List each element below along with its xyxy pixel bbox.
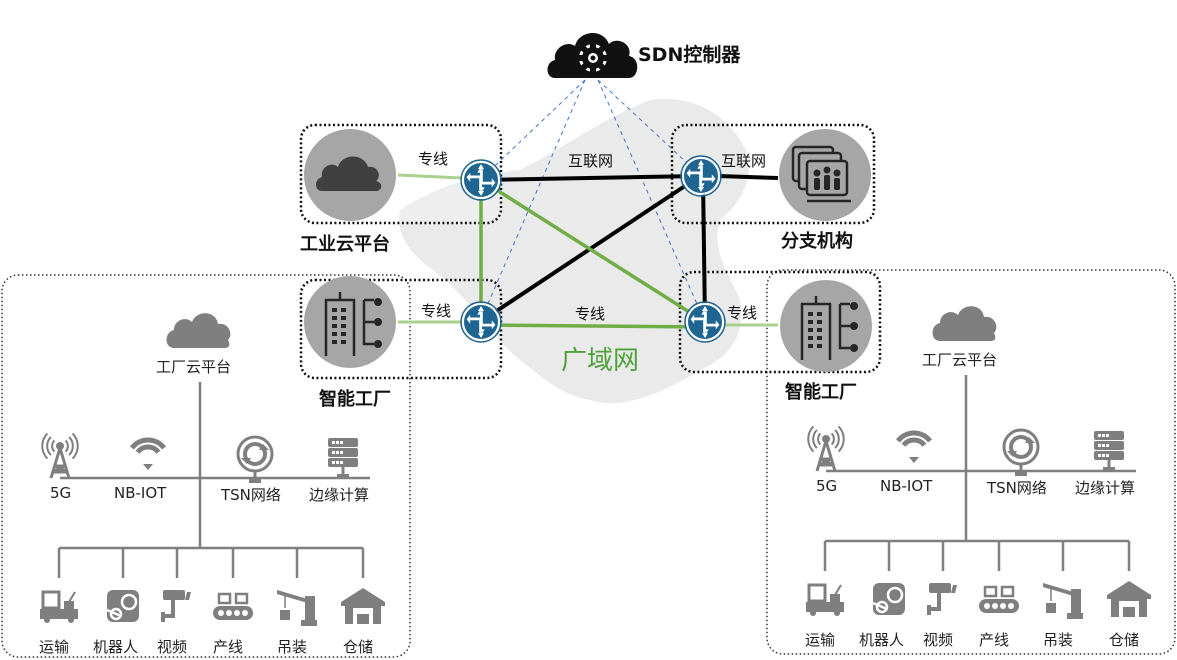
device-label: 运输: [805, 631, 836, 649]
link-cloud-factory-right: [480, 178, 706, 324]
device-label: 产线: [979, 631, 1010, 649]
cell-tower-icon: [41, 432, 79, 479]
link-label-top-internet: 互联网: [568, 152, 614, 170]
site-label-branch: 分支机构: [781, 231, 853, 252]
factory-cloud-icon: [932, 306, 997, 341]
crane-icon: [277, 590, 317, 626]
link-cloud-access: [397, 173, 463, 180]
device-label: 产线: [213, 638, 244, 656]
device-label: 机器人: [859, 631, 905, 649]
router-factory-right[interactable]: [684, 301, 726, 343]
sync-icon: [236, 435, 274, 483]
device-label: 仓储: [1109, 631, 1140, 649]
router-factory-left[interactable]: [460, 301, 502, 343]
camera-icon: [161, 590, 191, 622]
network-label: 5G: [50, 484, 72, 502]
conveyor-icon: [213, 592, 253, 620]
sync-icon: [1002, 428, 1040, 476]
factory-detail-left: [40, 313, 385, 626]
server-icon: [328, 438, 358, 479]
link-cloud-branch-internet: [479, 174, 701, 182]
wan-label: 广域网: [561, 346, 640, 376]
router-branch[interactable]: [680, 155, 722, 197]
wifi-icon: [896, 430, 932, 463]
link-label-factory-left-access: 专线: [421, 302, 452, 320]
network-label: 边缘计算: [309, 486, 370, 504]
factory-building-icon: [304, 276, 396, 368]
robot-icon: [106, 590, 139, 622]
factory-detail-box-right: [766, 269, 1176, 655]
factory-cloud-label: 工厂云平台: [922, 351, 998, 369]
warehouse-icon: [1107, 581, 1151, 617]
crane-icon: [1043, 583, 1083, 619]
network-label: NB-IOT: [114, 484, 167, 502]
link-label-factory-right-access: 专线: [727, 304, 758, 322]
wifi-icon: [130, 437, 166, 470]
factory-building-icon: [780, 280, 872, 372]
server-icon: [1094, 431, 1124, 472]
cloud-icon: [304, 129, 396, 221]
device-label: 仓储: [343, 638, 374, 656]
link-label-cloud-access: 专线: [418, 150, 449, 168]
robot-icon: [872, 583, 905, 615]
factory-cloud-icon: [166, 313, 231, 348]
cloud-gear-icon: [547, 32, 638, 78]
network-label: TSN网络: [987, 479, 1047, 497]
branch-office-icon: [779, 129, 871, 221]
site-box-factory-right: [678, 270, 882, 374]
link-branch-access: [717, 174, 779, 180]
device-label: 机器人: [93, 638, 139, 656]
router-cloud-platform[interactable]: [460, 159, 502, 201]
transport-cart-icon: [806, 583, 844, 616]
transport-cart-icon: [40, 590, 78, 623]
device-label: 视频: [157, 638, 188, 656]
factory-cloud-label: 工厂云平台: [156, 358, 232, 376]
sdn-controller-label: SDN控制器: [638, 44, 741, 66]
site-label-factory-right: 智能工厂: [785, 382, 857, 403]
site-box-branch: [670, 123, 876, 225]
factory-detail-right: [806, 306, 1151, 619]
device-label: 吊装: [277, 638, 308, 656]
device-label: 吊装: [1043, 631, 1074, 649]
network-label: 5G: [816, 477, 838, 495]
link-label-branch-access: 互联网: [721, 152, 767, 170]
site-label-factory-left: 智能工厂: [319, 389, 391, 410]
cell-tower-icon: [807, 425, 845, 472]
camera-icon: [927, 583, 957, 615]
link-factory-left-factory-right: [480, 323, 706, 329]
network-label: NB-IOT: [880, 477, 933, 495]
link-label-bottom-dedicated: 专线: [575, 305, 606, 323]
device-label: 视频: [923, 631, 954, 649]
conveyor-icon: [979, 585, 1019, 613]
link-branch-factory-right: [701, 177, 707, 323]
site-box-factory-left: [299, 278, 503, 380]
network-label: TSN网络: [221, 486, 281, 504]
network-label: 边缘计算: [1075, 479, 1136, 497]
site-label-cloud-platform: 工业云平台: [300, 234, 390, 255]
factory-detail-box-left: [1, 274, 411, 658]
controller-links: [479, 79, 706, 323]
warehouse-icon: [341, 588, 385, 624]
device-label: 运输: [39, 638, 70, 656]
